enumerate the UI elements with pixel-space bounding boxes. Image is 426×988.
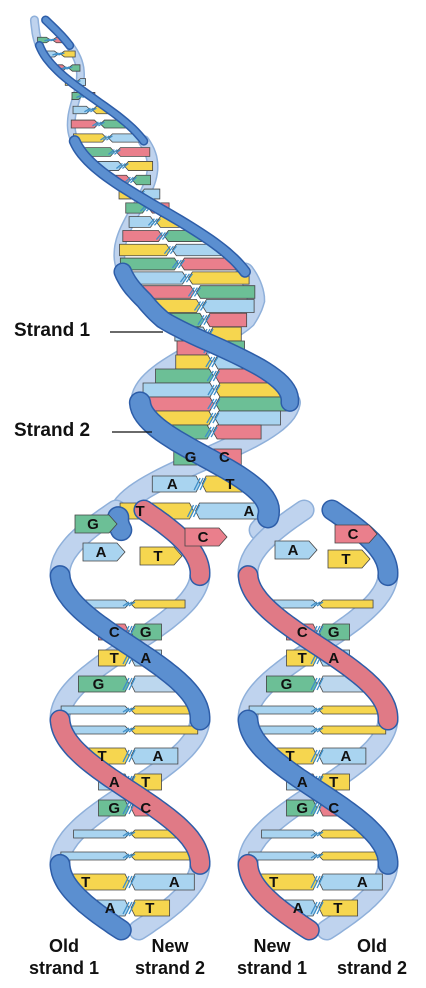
parent-helix-pair-15-left-base: [120, 244, 171, 255]
parent-helix-pair-9-right-base: [124, 161, 152, 170]
fork-left-base-1-letter: A: [96, 544, 107, 561]
old-strand-2-label: Old strand 2: [322, 935, 422, 979]
left-daughter-helix-pair-5-left-letter: G: [108, 800, 120, 817]
parent-helix-pair-31-right-letter: A: [244, 503, 255, 520]
fork-right-base-1-letter: A: [288, 542, 299, 559]
parent-helix-pair-29-left-letter: G: [185, 449, 197, 466]
left-daughter-helix-pair-7-right-letter: T: [145, 900, 154, 917]
right-daughter-helix-pair-3-right-letter: A: [340, 748, 351, 765]
left-daughter-helix-pair-2-left-letter: G: [93, 676, 105, 693]
right-daughter-helix-pair-3-left-letter: T: [286, 748, 295, 765]
left-daughter-helix-pair-11-left-base: [74, 830, 129, 838]
old-strand-1-line2: strand 1: [14, 957, 114, 979]
left-daughter-helix-pair-8-right-base: [131, 600, 185, 608]
left-daughter-helix-pair-1-right-letter: A: [140, 650, 151, 667]
old-strand-1-line1: Old: [14, 935, 114, 957]
left-daughter-helix-pair-7-left-letter: A: [105, 900, 116, 917]
new-strand-2-line2: strand 2: [120, 957, 220, 979]
right-daughter-helix-pair-12-left-base: [249, 852, 317, 860]
parent-helix-pair-14-left-base: [123, 230, 163, 241]
left-daughter-helix-pair-0-left-letter: C: [109, 624, 120, 641]
left-daughter-helix-pair-5-right-letter: C: [140, 800, 151, 817]
right-daughter-helix-pair-6-left-letter: T: [269, 874, 278, 891]
left-daughter-helix-pair-6-right-letter: A: [169, 874, 180, 891]
right-daughter-helix-pair-8-right-base: [319, 600, 373, 608]
fork-left-base-0-letter: G: [87, 516, 99, 533]
left-daughter-helix-pair-6-left-letter: T: [81, 874, 90, 891]
right-daughter-helix-pair-5-right-letter: C: [328, 800, 339, 817]
fork-parent-base-letter: C: [198, 529, 209, 546]
left-daughter-helix-pair-3-left-letter: T: [98, 748, 107, 765]
parent-helix-pair-25-left-base: [143, 383, 214, 397]
parent-helix-pair-30-right-letter: T: [225, 476, 234, 493]
left-daughter-helix-pair-4-right-letter: T: [141, 774, 150, 791]
right-daughter-helix-pair-2-left-letter: G: [281, 676, 293, 693]
fork-right-base-0-letter: C: [348, 526, 359, 543]
left-daughter-helix-pair-9-left-base: [61, 706, 129, 714]
parent-helix-pair-20-right-base: [206, 313, 247, 326]
old-strand-2-line1: Old: [322, 935, 422, 957]
parent-helix-pair-10-right-base: [132, 175, 150, 185]
parent-helix-pair-30-left-letter: A: [167, 476, 178, 493]
helix-front-strands: [39, 20, 388, 930]
parent-helix-pair-31-left-letter: T: [135, 503, 144, 520]
right-daughter-helix-pair-0-left-letter: C: [297, 624, 308, 641]
strand2-callout: Strand 2: [14, 420, 90, 442]
new-strand-1-line1: New: [222, 935, 322, 957]
right-daughter-helix-pair-11-left-base: [262, 830, 317, 838]
right-daughter-helix-pair-5-left-letter: G: [296, 800, 308, 817]
right-daughter-helix-pair-7-left-letter: A: [293, 900, 304, 917]
left-daughter-helix-pair-3-right-letter: A: [152, 748, 163, 765]
parent-helix-strand-b: [118, 517, 121, 530]
strand1-callout: Strand 1: [14, 320, 90, 342]
parent-helix-pair-29-right-letter: C: [219, 449, 230, 466]
new-strand-1-label: New strand 1: [222, 935, 322, 979]
left-daughter-helix-pair-0-right-letter: G: [140, 624, 152, 641]
old-strand-2-line2: strand 2: [322, 957, 422, 979]
new-strand-2-line1: New: [120, 935, 220, 957]
right-daughter-helix-pair-9-left-base: [249, 706, 317, 714]
right-daughter-helix-pair-6-right-letter: A: [357, 874, 368, 891]
right-daughter-helix-pair-4-left-letter: A: [297, 774, 308, 791]
right-daughter-helix-pair-1-left-letter: T: [298, 650, 307, 667]
old-strand-1-label: Old strand 1: [14, 935, 114, 979]
right-daughter-helix-pair-6-right-base: [319, 874, 382, 890]
parent-helix-pair-18-right-base: [196, 286, 254, 299]
right-daughter-helix-pair-7-right-letter: T: [333, 900, 342, 917]
left-daughter-helix-pair-6-right-base: [131, 874, 194, 890]
parent-helix-pair-28-right-base: [213, 425, 261, 439]
left-daughter-helix-pair-1-left-letter: T: [110, 650, 119, 667]
parent-helix-pair-24-left-base: [156, 369, 214, 383]
right-daughter-helix-pair-10-right-base: [319, 726, 386, 734]
fork-right-base-2-letter: T: [341, 551, 350, 568]
right-daughter-helix-pair-1-right-letter: A: [328, 650, 339, 667]
parent-helix-pair-26-right-base: [216, 397, 290, 411]
left-daughter-helix-pair-12-left-base: [61, 852, 129, 860]
parent-helix-pair-27-right-base: [215, 411, 281, 425]
parent-helix-pair-19-right-base: [202, 299, 254, 312]
fork-left-base-2-letter: T: [153, 548, 162, 565]
right-daughter-helix-pair-0-right-letter: G: [328, 624, 340, 641]
parent-helix-pair-8-right-base: [116, 148, 149, 157]
new-strand-2-label: New strand 2: [120, 935, 220, 979]
left-daughter-helix-pair-10-right-base: [131, 726, 198, 734]
right-daughter-helix-pair-4-right-letter: T: [329, 774, 338, 791]
new-strand-1-line2: strand 1: [222, 957, 322, 979]
left-daughter-helix-pair-4-left-letter: A: [109, 774, 120, 791]
